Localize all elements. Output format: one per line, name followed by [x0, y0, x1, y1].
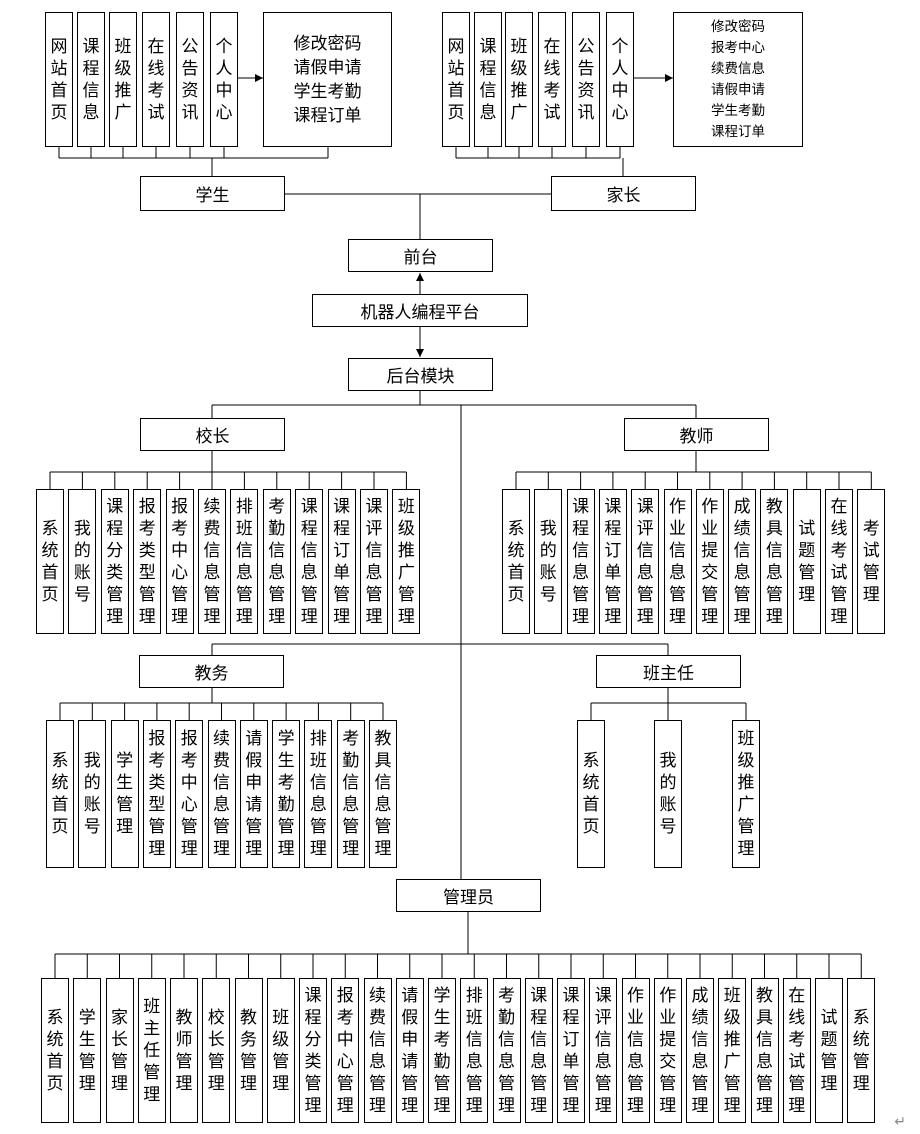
head-teacher-item: 系统首页	[577, 720, 605, 868]
admin-item: 校长管理	[202, 978, 231, 1123]
arrow-head	[416, 273, 424, 281]
admin-item: 教师管理	[170, 978, 198, 1123]
principal-item: 续费信息管理	[198, 489, 226, 634]
academic-node: 教务	[139, 655, 284, 688]
principal-item: 我的账号	[68, 489, 97, 634]
academic-item: 学生管理	[110, 720, 139, 868]
admin-item: 排班信息管理	[460, 978, 489, 1123]
admin-item: 作业信息管理	[621, 978, 650, 1123]
teacher-item: 教具信息管理	[760, 489, 789, 634]
admin-item: 教具信息管理	[750, 978, 779, 1123]
principal-item: 报考中心管理	[165, 489, 194, 634]
teacher-item: 课程订单管理	[598, 489, 627, 634]
admin-node: 管理员	[396, 879, 541, 912]
admin-item: 班级管理	[266, 978, 295, 1123]
academic-item: 系统首页	[46, 720, 74, 868]
principal-item: 课程信息管理	[295, 489, 324, 634]
parent-menu-item: 网站首页	[442, 12, 470, 147]
arrow-head	[416, 349, 424, 357]
principal-item: 课程分类管理	[100, 489, 129, 634]
principal-item: 考勤信息管理	[262, 489, 291, 634]
front-node: 前台	[348, 239, 493, 272]
student-menu-item: 班级推广	[109, 12, 137, 147]
parent-personal-center-box: 修改密码 报考中心 续费信息 请假申请 学生考勤 课程订单	[673, 12, 803, 147]
parent-menu-item: 在线考试	[538, 12, 566, 147]
teacher-item: 考试管理	[857, 489, 886, 634]
head-teacher-item: 班级推广管理	[732, 720, 760, 868]
platform-node: 机器人编程平台	[312, 294, 528, 327]
teacher-item: 系统首页	[502, 489, 530, 634]
teacher-item: 课程信息管理	[566, 489, 595, 634]
admin-item: 续费信息管理	[363, 978, 392, 1123]
arrow-head	[665, 74, 673, 82]
academic-item: 报考中心管理	[175, 720, 204, 868]
principal-item: 排班信息管理	[230, 489, 259, 634]
admin-item: 请假申请管理	[395, 978, 424, 1123]
parent-menu-item: 班级推广	[505, 12, 533, 147]
teacher-item: 作业提交管理	[695, 489, 724, 634]
academic-item: 教具信息管理	[369, 720, 397, 868]
teacher-item: 在线考试管理	[825, 489, 853, 634]
admin-item: 作业提交管理	[653, 978, 682, 1123]
student-personal-center-box: 修改密码 请假申请 学生考勤 课程订单	[263, 12, 392, 147]
admin-item: 课程分类管理	[299, 978, 327, 1123]
principal-node: 校长	[140, 418, 285, 451]
admin-item: 考勤信息管理	[492, 978, 521, 1123]
principal-item: 课程订单管理	[327, 489, 356, 634]
principal-item: 班级推广管理	[392, 489, 421, 634]
principal-item: 系统首页	[36, 489, 64, 634]
parent-node: 家长	[551, 176, 696, 211]
student-menu-item: 公告资讯	[176, 12, 204, 147]
admin-item: 学生管理	[73, 978, 102, 1123]
backend-node: 后台模块	[348, 358, 493, 391]
admin-item: 系统管理	[847, 978, 876, 1123]
principal-item: 课评信息管理	[360, 489, 388, 634]
student-menu-item: 个人中心	[210, 12, 238, 147]
admin-item: 家长管理	[105, 978, 134, 1123]
teacher-item: 课评信息管理	[631, 489, 660, 634]
return-mark: ↵	[894, 1114, 906, 1130]
academic-item: 排班信息管理	[304, 720, 333, 868]
student-menu-item: 在线考试	[142, 12, 170, 147]
parent-menu-item: 公告资讯	[572, 12, 600, 147]
parent-menu-item: 课程信息	[474, 12, 502, 147]
teacher-item: 我的账号	[534, 489, 563, 634]
arrow-head	[255, 74, 263, 82]
teacher-item: 作业信息管理	[663, 489, 692, 634]
admin-item: 成绩信息管理	[686, 978, 714, 1123]
head-teacher-node: 班主任	[596, 655, 741, 688]
admin-item: 系统首页	[41, 978, 69, 1123]
admin-item: 教务管理	[234, 978, 263, 1123]
parent-menu-item: 个人中心	[606, 12, 634, 147]
admin-item: 在线考试管理	[782, 978, 811, 1123]
admin-item: 课程信息管理	[524, 978, 553, 1123]
student-node: 学生	[140, 176, 285, 211]
admin-item: 班主任管理	[137, 978, 166, 1123]
student-menu-item: 网站首页	[45, 12, 73, 147]
academic-item: 学生考勤管理	[272, 720, 301, 868]
admin-item: 试题管理	[815, 978, 843, 1123]
academic-item: 考勤信息管理	[336, 720, 365, 868]
academic-item: 报考类型管理	[142, 720, 171, 868]
admin-item: 学生考勤管理	[428, 978, 456, 1123]
academic-item: 请假申请管理	[239, 720, 268, 868]
admin-item: 课评信息管理	[589, 978, 618, 1123]
admin-item: 班级推广管理	[718, 978, 747, 1123]
teacher-item: 成绩信息管理	[728, 489, 757, 634]
head-teacher-item: 我的账号	[654, 720, 682, 868]
teacher-node: 教师	[624, 418, 769, 451]
student-menu-item: 课程信息	[77, 12, 105, 147]
principal-item: 报考类型管理	[133, 489, 162, 634]
admin-item: 报考中心管理	[331, 978, 360, 1123]
academic-item: 续费信息管理	[207, 720, 236, 868]
academic-item: 我的账号	[78, 720, 107, 868]
admin-item: 课程订单管理	[557, 978, 585, 1123]
teacher-item: 试题管理	[792, 489, 821, 634]
